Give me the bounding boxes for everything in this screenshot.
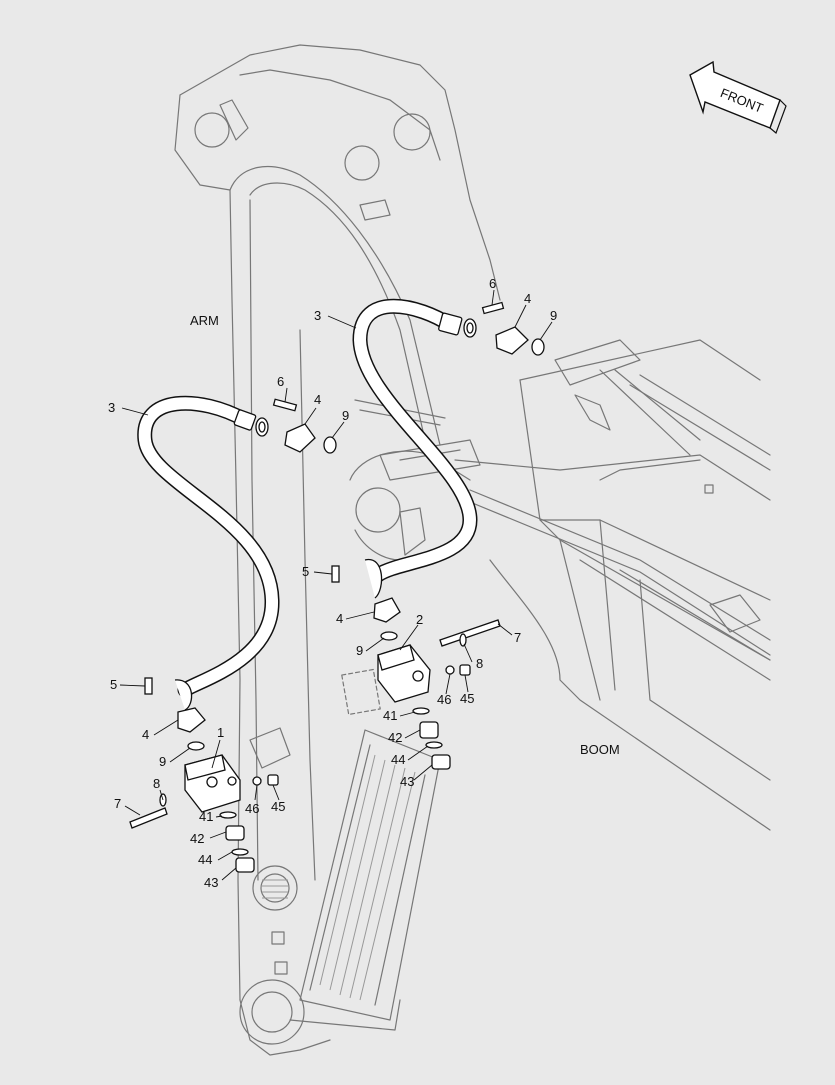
block-item-2: [377, 644, 431, 703]
callout-9-lower-right: 9: [356, 643, 363, 658]
hose-fitting-left: [233, 409, 269, 437]
callout-4-upper-left: 4: [314, 392, 321, 407]
callout-9-lower-left: 9: [159, 754, 166, 769]
callout-numbers: 1 2 3 3 4 4 4 4 5 5 6 6 7 7 8 8 9 9 9 9 …: [108, 276, 557, 890]
bucket-cylinder: [289, 729, 441, 1031]
bolts-item-7: [129, 619, 501, 829]
fittings-items-41-44: [219, 707, 451, 873]
hose-left: [137, 395, 280, 698]
callout-44-left: 44: [198, 852, 212, 867]
callout-3-right: 3: [314, 308, 321, 323]
callout-43-right: 43: [400, 774, 414, 789]
callout-44-right: 44: [391, 752, 405, 767]
callout-2: 2: [416, 612, 423, 627]
bolts-item-5: [144, 565, 340, 695]
callout-4-lower-left: 4: [142, 727, 149, 742]
callout-3-left: 3: [108, 400, 115, 415]
callout-8-left: 8: [153, 776, 160, 791]
callout-46-right: 46: [437, 692, 451, 707]
boom-structure: [454, 339, 771, 831]
o-rings-item-9: [187, 338, 545, 751]
callout-42-left: 42: [190, 831, 204, 846]
callout-5-right: 5: [302, 564, 309, 579]
callout-8-right: 8: [476, 656, 483, 671]
block-item-1: [184, 754, 241, 813]
callout-6-left: 6: [277, 374, 284, 389]
arm-label: ARM: [190, 313, 219, 328]
callout-4-upper-right: 4: [524, 291, 531, 306]
callout-9-upper-right: 9: [550, 308, 557, 323]
callout-7-right: 7: [514, 630, 521, 645]
callout-6-right: 6: [489, 276, 496, 291]
callout-4-lower-right: 4: [336, 611, 343, 626]
callout-43-left: 43: [204, 875, 218, 890]
callout-45-right: 45: [460, 691, 474, 706]
leader-lines: [119, 289, 553, 881]
callout-41-right: 41: [383, 708, 397, 723]
callout-1: 1: [217, 725, 224, 740]
callout-9-upper-left: 9: [342, 408, 349, 423]
hose-right: [352, 298, 478, 583]
callout-42-right: 42: [388, 730, 402, 745]
bolts-item-6: [272, 301, 505, 412]
arm-structure: [174, 44, 501, 1056]
front-direction-arrow: FRONT: [689, 60, 787, 135]
callout-45-left: 45: [271, 799, 285, 814]
callout-46-left: 46: [245, 801, 259, 816]
split-flanges-item-4: [174, 326, 529, 733]
callout-5-left: 5: [110, 677, 117, 692]
callout-41-left: 41: [199, 809, 213, 824]
hose-fitting-right: [438, 312, 477, 338]
boom-label: BOOM: [580, 742, 620, 757]
callout-7-left: 7: [114, 796, 121, 811]
